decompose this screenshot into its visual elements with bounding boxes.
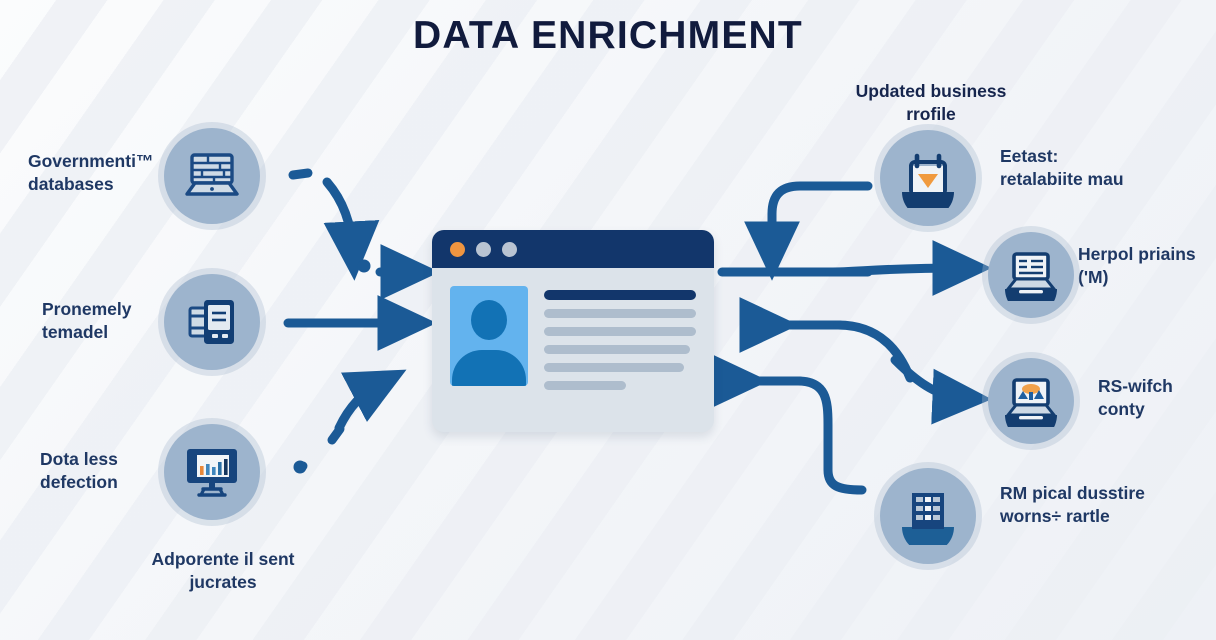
right-label-updated-business-profile: Updated business rrofile <box>855 81 1007 125</box>
avatar-body-icon <box>452 350 526 386</box>
output-node-updated-business-profile[interactable] <box>880 130 976 226</box>
arrow-down-to-building <box>793 376 867 495</box>
bottom-note-label: Adporente il sent jucrates <box>151 549 295 593</box>
avatar-head-icon <box>471 300 507 340</box>
arrow-dot-top <box>357 259 371 273</box>
right-label-herpol-priains: Herpol priains ('M) <box>1078 244 1196 288</box>
source-node-pronemely-temadel[interactable] <box>164 274 260 370</box>
window-dot-grey-1[interactable] <box>476 241 491 257</box>
arrow-dot-bottom <box>293 460 307 474</box>
window-dot-orange[interactable] <box>450 241 465 257</box>
source-node-dota-less-defection[interactable] <box>164 424 260 520</box>
laptop-database-icon <box>185 153 239 196</box>
arrow-dash-top <box>288 168 313 180</box>
arrow-curve-bottom-tail <box>327 424 345 445</box>
right-label-rs-wifch-conty: RS-wifch conty <box>1098 376 1173 420</box>
profile-card[interactable] <box>432 230 714 432</box>
card-line-1 <box>544 309 696 318</box>
laptop-graphic-icon <box>1004 378 1058 427</box>
card-line-5 <box>544 381 627 390</box>
left-label-dota-less-defection: Dota less defection <box>40 449 118 493</box>
laptop-document-icon <box>1004 252 1058 301</box>
arrow-curve-bottom <box>334 369 407 433</box>
arrow-card-to-output-two-b <box>825 240 992 296</box>
window-dot-grey-2[interactable] <box>502 241 517 257</box>
right-label-eetast: Eetast: retalabiite mau <box>1000 146 1124 190</box>
calendar-download-icon <box>902 153 954 208</box>
monitor-chart-icon <box>187 449 237 497</box>
card-body <box>432 268 714 390</box>
office-building-icon <box>902 493 954 545</box>
left-label-pronemely-temadel: Pronemely temadel <box>42 299 132 343</box>
arrow-card-to-calendar <box>744 181 873 281</box>
tablet-document-icon <box>188 300 234 344</box>
card-content-lines <box>544 286 696 390</box>
output-node-rs-wifch-conty[interactable] <box>988 358 1074 444</box>
arrow-to-output-three <box>890 355 992 425</box>
card-line-3 <box>544 345 690 354</box>
page-title: DATA ENRICHMENT <box>413 14 803 57</box>
output-node-herpol-priains[interactable] <box>988 232 1074 318</box>
card-line-heading <box>544 290 696 300</box>
card-line-2 <box>544 327 696 336</box>
arrow-curve-top <box>322 177 380 281</box>
source-node-government-databases[interactable] <box>164 128 260 224</box>
avatar <box>450 286 528 386</box>
card-line-4 <box>544 363 684 372</box>
left-label-government-databases: Governmenti™ databases <box>28 151 154 195</box>
output-node-rm-pical-dusstire[interactable] <box>880 468 976 564</box>
card-title-bar <box>432 230 714 268</box>
right-label-rm-pical-dusstire: RM pical dusstire worns÷ rartle <box>1000 483 1145 527</box>
